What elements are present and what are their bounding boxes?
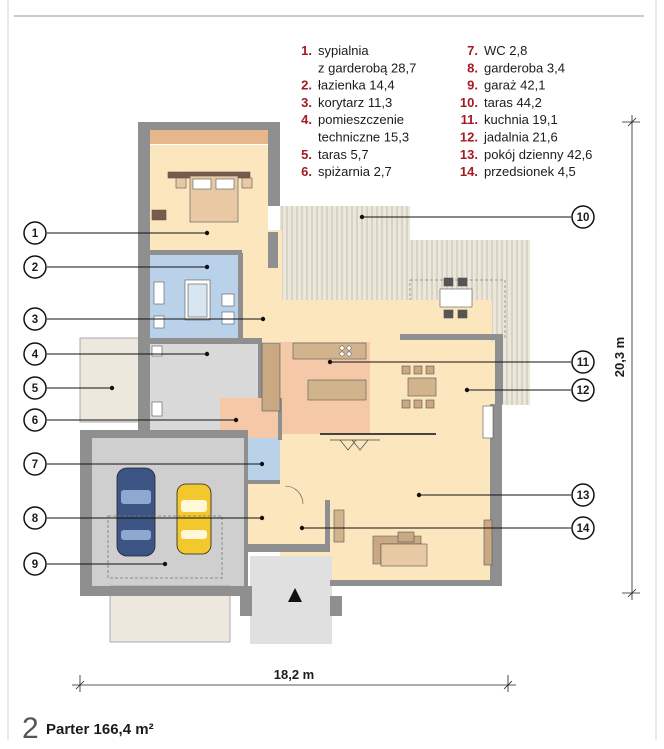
callout-circle [571, 483, 595, 507]
legend-number: 14. [460, 164, 478, 179]
callout-number: 10 [577, 212, 590, 224]
caption-title: Parter 166,4 m² [46, 721, 154, 738]
callout-number: 8 [32, 513, 39, 525]
callout-number: 1 [32, 228, 39, 240]
callout-dot [162, 561, 168, 567]
legend-label: łazienka 14,4 [318, 78, 395, 93]
legend-label: przedsionek 4,5 [484, 164, 576, 179]
callout-circle [23, 408, 47, 432]
furniture [150, 130, 494, 567]
legend-label: z garderobą 28,7 [318, 60, 416, 75]
legend-number: 3. [301, 95, 312, 110]
callout-circle [23, 452, 47, 476]
callout-dot [260, 316, 266, 322]
dimension-width [72, 675, 516, 692]
callout-dot [327, 359, 333, 365]
terrace-5 [79, 337, 143, 423]
callout-number: 5 [32, 383, 39, 395]
callout-number: 14 [577, 523, 590, 535]
legend-number: 8. [467, 60, 478, 75]
legend-number: 11. [461, 112, 478, 127]
legend-label: kuchnia 19,1 [484, 112, 558, 127]
garage-dashed-outline [107, 515, 223, 579]
legend-label: taras 5,7 [318, 147, 369, 162]
room-vestibule [280, 480, 325, 544]
callout-dot [259, 461, 265, 467]
legend-label: WC 2,8 [484, 43, 527, 58]
entrance-arrow-icon [288, 588, 302, 602]
legend-number: 13. [460, 147, 478, 162]
callout-circle [571, 378, 595, 402]
callout-dot [416, 492, 422, 498]
callout-circle [23, 376, 47, 400]
callout-circle [571, 350, 595, 374]
callout-circle [23, 255, 47, 279]
callout-dot [109, 385, 115, 391]
legend-label: garaż 42,1 [484, 78, 545, 93]
legend-label: techniczne 15,3 [318, 130, 409, 145]
callout-number: 11 [577, 357, 590, 369]
walls [80, 122, 503, 616]
callout-dot [259, 515, 265, 521]
legend-number: 6. [301, 164, 312, 179]
callout-circle [23, 552, 47, 576]
callout-dot [299, 525, 305, 531]
legend-label: pomieszczenie [318, 112, 404, 127]
caption-number: 2 [22, 712, 39, 745]
callout-number: 12 [577, 385, 590, 397]
legend-number: 2. [301, 78, 312, 93]
legend-number: 10. [460, 95, 478, 110]
callout-circle [23, 342, 47, 366]
legend-label: sypialnia [318, 43, 369, 58]
dimension-depth-label: 20,3 m [612, 337, 627, 377]
room-wardrobe [247, 480, 280, 544]
dimension-depth [622, 115, 640, 600]
car-blue [116, 467, 156, 557]
legend-label: spiżarnia 2,7 [318, 164, 392, 179]
legend-number: 12. [460, 130, 478, 145]
callout-dot [233, 417, 239, 423]
callout-number: 2 [32, 262, 38, 274]
legend-label: taras 44,2 [484, 95, 542, 110]
legend-number: 9. [467, 78, 478, 93]
dimension-width-label: 18,2 m [274, 667, 314, 682]
legend-label: pokój dzienny 42,6 [484, 147, 592, 162]
legend-number: 1. [301, 43, 312, 58]
callout-dot [204, 351, 210, 357]
car-yellow [176, 483, 212, 555]
callout-circle [571, 205, 595, 229]
callout-circle [23, 221, 47, 245]
callout-circle [23, 307, 47, 331]
callout-circle [23, 506, 47, 530]
legend-label: korytarz 11,3 [318, 95, 392, 110]
callout-number: 9 [32, 559, 38, 571]
callout-number: 7 [32, 459, 38, 471]
legend: 1. sypialnia z garderobą 28,7 2. łazienka 14… [301, 43, 592, 179]
legend-number: 5. [301, 147, 312, 162]
callout-circle [571, 516, 595, 540]
callout-dot [204, 230, 210, 236]
callout-number: 6 [32, 415, 38, 427]
callout-dot [359, 214, 365, 220]
room-wc [247, 438, 280, 480]
legend-number: 7. [467, 43, 478, 58]
callout-dot [464, 387, 470, 393]
callout-number: 4 [32, 349, 39, 361]
legend-label: garderoba 3,4 [484, 60, 565, 75]
legend-label: jadalnia 21,6 [483, 130, 558, 145]
callout-number: 3 [32, 314, 38, 326]
callout-number: 13 [577, 490, 590, 502]
legend-number: 4. [301, 112, 312, 127]
callout-dot [204, 264, 210, 270]
